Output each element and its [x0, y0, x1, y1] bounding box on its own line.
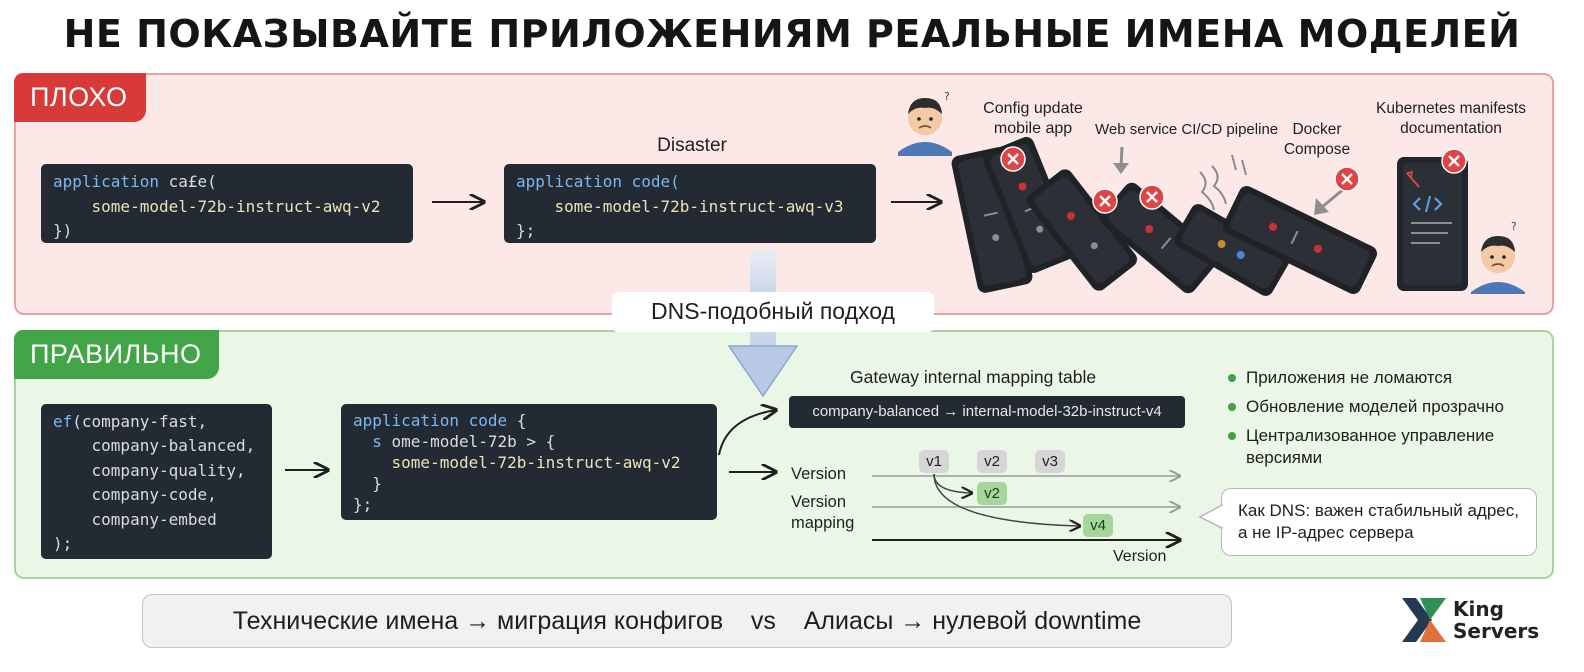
- worried-developer-icon: ?: [898, 90, 952, 156]
- domino-devices: [951, 137, 1378, 296]
- version-chip-v2: v2: [977, 450, 1007, 473]
- code-line: };: [516, 221, 536, 240]
- code-line: some-model-72b-instruct-awq-v2: [353, 453, 681, 472]
- code-line: code(: [631, 172, 680, 191]
- dns-callout: Как DNS: важен стабильный адрес, а не IP…: [1221, 488, 1537, 556]
- logo-line-2: Servers: [1453, 619, 1540, 643]
- motion-lines: [1199, 154, 1247, 211]
- good-tag: ПРАВИЛЬНО: [14, 330, 220, 379]
- version-chip-v3: v3: [1035, 450, 1065, 473]
- logo-line-1: King: [1453, 597, 1504, 621]
- dns-down-arrow: [727, 250, 799, 398]
- summary-left: Технические имена → миграция конфигов: [232, 607, 724, 635]
- bad-tag: ПЛОХО: [14, 73, 146, 122]
- code-line: company-code,: [53, 485, 217, 505]
- code-line: application: [53, 172, 169, 191]
- error-icon: [1092, 188, 1118, 214]
- version-chip-v1: v1: [919, 450, 949, 473]
- summary-right: Алиасы → нулевой downtime: [803, 607, 1142, 635]
- webservice-label: Web service CI/CD pipeline: [1095, 121, 1279, 138]
- code-line: }): [53, 221, 73, 240]
- benefits-list: Приложения не ломаются Обновление моделе…: [1226, 367, 1546, 476]
- version-chip-v4: v4: [1083, 514, 1113, 537]
- good-code-block-2: application code { s ome-model-72b > { s…: [341, 404, 717, 520]
- benefit-item: Обновление моделей прозрачно: [1226, 396, 1546, 418]
- error-icon: [1334, 166, 1360, 192]
- benefit-item: Приложения не ломаются: [1226, 367, 1546, 389]
- code-line: }: [353, 474, 382, 493]
- version-label: Version: [791, 465, 847, 483]
- worried-developer-icon: ?: [1471, 220, 1525, 294]
- mapping-box: company-balanced → internal-model-32b-in…: [789, 396, 1185, 428]
- version-axis-label: Version: [1113, 548, 1167, 565]
- good-code-block-1: ef(company-fast, company-balanced, compa…: [41, 404, 272, 559]
- flow-arrow: [718, 410, 776, 456]
- code-line: );: [53, 534, 73, 554]
- code-line: application: [516, 172, 632, 191]
- bad-code-block-1: application ca£e( some-model-72b-instruc…: [41, 164, 413, 243]
- code-line: ome-model-72b > {: [381, 432, 556, 451]
- pointer-arrow: [1314, 186, 1346, 215]
- code-line: (company-fast,: [72, 412, 208, 431]
- manifest-document-icon: [1397, 157, 1468, 291]
- version-chip-v2-active: v2: [977, 482, 1007, 505]
- benefit-item: Централизованное управление версиями: [1226, 425, 1546, 469]
- version-timeline: [872, 474, 1180, 540]
- version-mapping-label: Version mapping: [791, 493, 855, 532]
- code-line: company-balanced,: [53, 436, 256, 456]
- config-label: Config update mobile app: [983, 100, 1083, 137]
- code-line: application code: [353, 411, 508, 430]
- callout-tail: [1198, 503, 1224, 530]
- error-icon: [1441, 148, 1467, 174]
- svg-text:?: ?: [944, 90, 950, 103]
- page-title: НЕ ПОКАЗЫВАЙТЕ ПРИЛОЖЕНИЯМ РЕАЛЬНЫЕ ИМЕН…: [63, 12, 1521, 56]
- summary-vs: vs: [750, 607, 776, 635]
- code-line: some-model-72b-instruct-awq-v2: [53, 196, 381, 216]
- code-line: {: [507, 411, 527, 430]
- pointer-arrow: [1113, 146, 1129, 174]
- code-line: company-quality,: [53, 460, 246, 480]
- kubernetes-label: Kubernetes manifests documentation: [1376, 100, 1526, 137]
- svg-text:?: ?: [1511, 220, 1517, 233]
- docker-label: Docker Compose: [1283, 121, 1351, 158]
- code-line: s: [353, 432, 382, 451]
- code-line: ef: [53, 412, 73, 431]
- summary-bar: Технические имена → миграция конфигов vs…: [142, 594, 1232, 648]
- error-icon: [1000, 146, 1026, 172]
- error-icon: [1139, 184, 1165, 210]
- dns-approach-label: DNS-подобный подход: [612, 292, 934, 332]
- mapping-title: Gateway internal mapping table: [850, 367, 1097, 387]
- code-line: some-model-72b-instruct-awq-v3: [516, 196, 844, 216]
- disaster-label: Disaster: [657, 135, 727, 156]
- code-line: ca£e(: [168, 172, 217, 191]
- king-servers-logo-icon: [1402, 598, 1446, 642]
- code-line: };: [353, 495, 373, 514]
- bad-code-block-2: application code( some-model-72b-instruc…: [504, 164, 876, 243]
- code-line: company-embed: [53, 509, 217, 529]
